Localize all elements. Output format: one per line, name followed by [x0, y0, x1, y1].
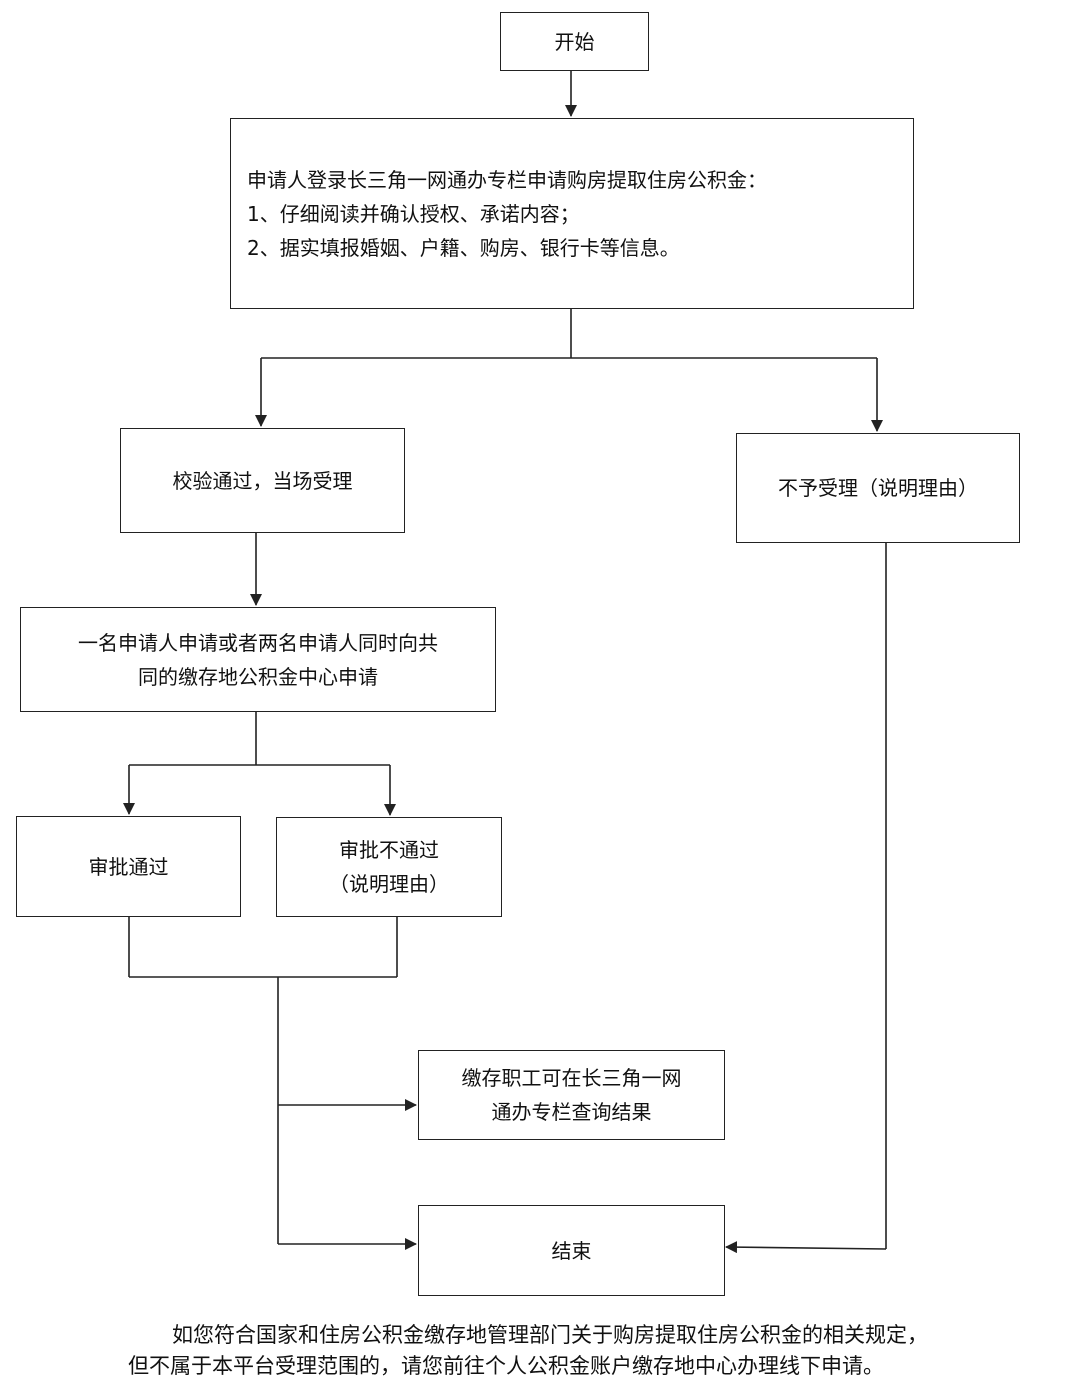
- footnote-line-1: 如您符合国家和住房公积金缴存地管理部门关于购房提取住房公积金的相关规定，: [172, 1323, 928, 1347]
- not-approved-line-2: （说明理由）: [329, 872, 449, 896]
- not-approved-node: 审批不通过 （说明理由）: [276, 817, 502, 917]
- not-approved-line-1: 审批不通过: [339, 838, 439, 862]
- apply-text: 申请人登录长三角一网通办专栏申请购房提取住房公积金： 1、仔细阅读并确认授权、承…: [247, 163, 767, 265]
- not-approved-text: 审批不通过 （说明理由）: [329, 833, 449, 901]
- submit-center-line-2: 同的缴存地公积金中心申请: [138, 664, 378, 689]
- query-result-node: 缴存职工可在长三角一网 通办专栏查询结果: [418, 1050, 725, 1140]
- submit-center-text: 一名申请人申请或者两名申请人同时向共 同的缴存地公积金中心申请: [78, 626, 438, 694]
- submit-center-node: 一名申请人申请或者两名申请人同时向共 同的缴存地公积金中心申请: [20, 607, 496, 712]
- query-result-text: 缴存职工可在长三角一网 通办专栏查询结果: [462, 1061, 682, 1129]
- footnote-line-2: 但不属于本平台受理范围的，请您前往个人公积金账户缴存地中心办理线下申请。: [128, 1354, 884, 1378]
- rejected-intake-label: 不予受理（说明理由）: [778, 476, 978, 500]
- verified-node: 校验通过，当场受理: [120, 428, 405, 533]
- query-result-line-2: 通办专栏查询结果: [491, 1100, 652, 1124]
- query-result-line-1: 缴存职工可在长三角一网: [461, 1066, 682, 1090]
- rejected-intake-node: 不予受理（说明理由）: [736, 433, 1020, 543]
- start-node: 开始: [500, 12, 649, 71]
- apply-line-2: 1、仔细阅读并确认授权、承诺内容；: [247, 201, 580, 226]
- verified-label: 校验通过，当场受理: [172, 468, 353, 493]
- end-label: 结束: [551, 1238, 592, 1263]
- arrow-rejected-to-end: [725, 1241, 887, 1254]
- approved-label: 审批通过: [88, 854, 169, 879]
- approved-node: 审批通过: [16, 816, 241, 917]
- apply-node: 申请人登录长三角一网通办专栏申请购房提取住房公积金： 1、仔细阅读并确认授权、承…: [230, 118, 914, 309]
- start-label: 开始: [554, 29, 595, 54]
- submit-center-line-1: 一名申请人申请或者两名申请人同时向共: [78, 630, 438, 655]
- end-node: 结束: [418, 1205, 725, 1296]
- apply-line-3: 2、据实填报婚姻、户籍、购房、银行卡等信息。: [247, 235, 680, 260]
- apply-line-1: 申请人登录长三角一网通办专栏申请购房提取住房公积金：: [247, 167, 767, 192]
